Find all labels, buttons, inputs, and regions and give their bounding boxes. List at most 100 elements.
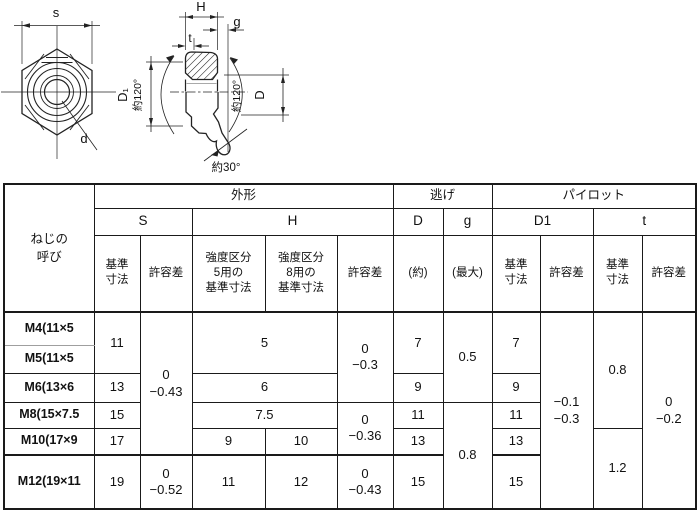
angle120-arrow-left <box>166 55 174 63</box>
s-label: s <box>53 5 60 20</box>
g-label: g <box>233 14 240 29</box>
row-name-m5: M5(11×5 <box>3 344 95 374</box>
hole-circle <box>43 78 71 106</box>
table-row-m5: M5(11×5 <box>3 344 696 374</box>
cell-h8-m10: 10 <box>264 427 338 456</box>
cell-s-basic-m10: 17 <box>93 427 141 456</box>
header-row-groups: ねじの 呼び 外形 逃げ パイロット <box>3 183 697 313</box>
row-name-m12: M12(19×11 <box>3 454 95 510</box>
t-label: t <box>188 31 192 45</box>
cell-s-basic-m8: 15 <box>93 401 141 429</box>
angle120-left-label: 約120° <box>131 79 144 111</box>
d-label: d <box>80 131 87 146</box>
table-row-m4: M4(11×5 11 0 −0.43 5 0 −0.3 7 0.5 7 −0.1… <box>3 311 697 510</box>
cell-h5-m10: 9 <box>191 427 266 456</box>
cell-d1-basic-m10: 13 <box>491 427 541 456</box>
sub-header-d-approx: (約) <box>392 234 444 313</box>
group-header-pilot: パイロット <box>491 183 697 209</box>
col-header-D: D <box>392 207 444 236</box>
group-header-relief: 逃げ <box>392 183 493 209</box>
cell-h5-m12: 11 <box>191 454 266 510</box>
sub-header-d1-tol: 許容差 <box>539 234 594 313</box>
sub-header-h-class5: 強度区分 5用の 基準寸法 <box>191 234 266 313</box>
corner-header-thread-designation: ねじの 呼び <box>3 183 95 313</box>
row-name-m6: M6(13×6 <box>3 372 95 403</box>
lower-profile <box>185 92 231 156</box>
sub-header-s-basic: 基準 寸法 <box>93 234 141 313</box>
cell-d-m12: 15 <box>392 454 444 510</box>
cell-h-tol-m4-m6: 0 −0.3 <box>336 311 394 403</box>
angle120-arrow-right <box>230 57 238 64</box>
d-arrow-bottom <box>281 107 285 115</box>
cell-g-m4-m6: 0.5 <box>442 311 493 403</box>
sub-header-t-tol: 許容差 <box>641 234 697 313</box>
cell-s-basic-m12: 19 <box>93 454 141 510</box>
angle30-label: 約30° <box>212 160 241 174</box>
t-arrow-left <box>178 44 186 48</box>
cell-h-tol-m8-m10: 0 −0.36 <box>336 401 394 456</box>
cell-h-basic-m6: 6 <box>191 372 338 403</box>
chamfer-chord-ul <box>24 53 45 80</box>
table-row-m10: M10(17×9 17 9 10 13 13 1.2 <box>3 427 696 510</box>
col-header-g: g <box>442 207 493 236</box>
chamfer-chord-lr <box>69 104 90 131</box>
t-arrow-right <box>194 44 202 48</box>
col-header-t: t <box>592 207 697 236</box>
header-row-dims: S H D g D1 t <box>4 207 697 236</box>
front-view <box>1 21 116 159</box>
cell-d1-basic-m8: 11 <box>491 401 541 429</box>
cell-h8-m12: 12 <box>264 454 338 510</box>
angle30-arrow <box>211 150 219 157</box>
d-dim-label: D <box>252 90 267 99</box>
chamfer-chord-ur <box>69 53 90 80</box>
sub-header-s-tol: 許容差 <box>139 234 193 313</box>
cell-h-tol-m12: 0 −0.43 <box>336 454 394 510</box>
g-arrow-left <box>210 28 218 32</box>
dimension-table: ねじの 呼び 外形 逃げ パイロット S H D g D1 t 基準 寸法 許容… <box>3 183 698 510</box>
cell-t-tol-all: 0 −0.2 <box>641 311 697 510</box>
sub-header-t-basic: 基準 寸法 <box>592 234 643 313</box>
row-name-m10: M10(17×9 <box>3 427 95 456</box>
angle30-leader <box>203 128 248 162</box>
h-label: H <box>196 0 205 14</box>
sub-header-h-tol: 許容差 <box>336 234 394 313</box>
angle120-right-label: 約120° <box>230 80 243 112</box>
table-row-m6: M6(13×6 13 6 9 9 <box>3 372 696 403</box>
cell-s-basic-m6: 13 <box>93 372 141 403</box>
cell-d-m10: 13 <box>392 427 444 456</box>
cell-d-m4-m5: 7 <box>392 311 444 374</box>
section-view <box>146 12 289 162</box>
pilot-circle <box>32 67 82 117</box>
cell-d1-tol-all: −0.1 −0.3 <box>539 311 594 510</box>
s-arrow-left <box>22 23 30 28</box>
angle120-arc-right <box>228 57 243 133</box>
d-leader <box>61 100 98 151</box>
d1-dim-label: D₁ <box>115 88 130 102</box>
cell-s-basic-m4-m5: 11 <box>93 311 141 374</box>
table-row-m12: M12(19×11 19 0 −0.52 11 12 0 −0.43 15 15 <box>3 454 696 510</box>
hatched-section <box>184 51 219 81</box>
s-arrow-right <box>84 23 92 28</box>
angle120-arc-left <box>160 55 175 135</box>
row-name-m8: M8(15×7.5 <box>3 401 95 429</box>
col-header-H: H <box>191 207 394 236</box>
table-row-m8: M8(15×7.5 15 7.5 0 −0.36 11 0.8 11 <box>3 401 696 510</box>
h-arrow-right <box>210 15 218 19</box>
d1-arrow-top <box>149 62 153 70</box>
col-header-S: S <box>93 207 193 236</box>
d-arrow-top <box>281 75 285 83</box>
cell-g-m8-m12: 0.8 <box>442 401 493 510</box>
cell-h-basic-m4-m5: 5 <box>191 311 338 374</box>
weld-nut-drawing: s d <box>1 0 289 174</box>
h-arrow-left <box>185 15 193 19</box>
cell-d1-basic-m6: 9 <box>491 372 541 403</box>
chamfer-chord-ll <box>24 104 45 131</box>
cell-d-m6: 9 <box>392 372 444 403</box>
hexagon-outline <box>21 48 93 136</box>
group-header-shape: 外形 <box>93 183 394 209</box>
cell-t-basic-m10-m12: 1.2 <box>592 427 643 510</box>
cell-d1-basic-m12: 15 <box>491 454 541 510</box>
thread-major-circle <box>40 75 74 109</box>
sub-header-d1-basic: 基準 寸法 <box>491 234 541 313</box>
